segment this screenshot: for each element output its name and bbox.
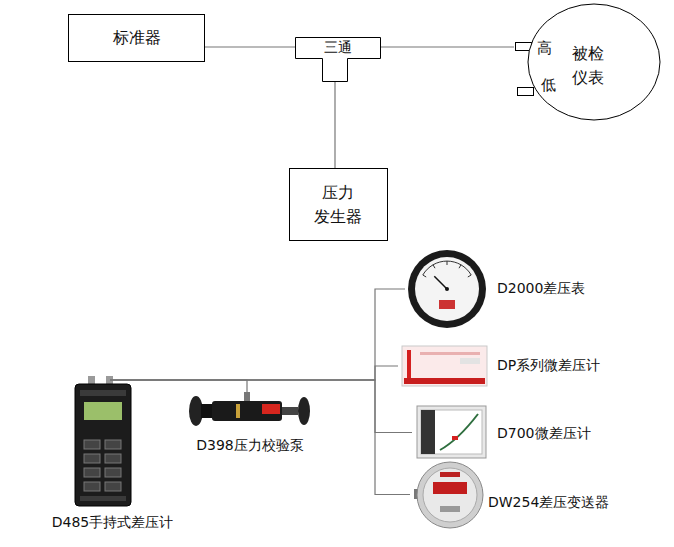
connector-line (110, 380, 410, 495)
gauge-tick (433, 265, 435, 268)
gauge-circle (528, 4, 660, 120)
pump-logo (262, 404, 280, 414)
device-item: D485手持式差压计 (25, 380, 200, 536)
connector-line (110, 289, 405, 380)
gauge-picture (408, 250, 486, 328)
gauge-scale (423, 261, 471, 275)
connector-line (205, 46, 295, 47)
meter-button (84, 440, 100, 449)
meter-strip (80, 496, 126, 501)
node-label: 压力 发生器 (313, 181, 363, 229)
node-label: 三通 (295, 37, 381, 58)
gauge-tick (468, 275, 471, 277)
manometer-reservoir (404, 378, 485, 384)
node-label: DW254差压变送器 (488, 494, 609, 512)
transmitter-logo (440, 472, 460, 477)
handheld-meter-picture (75, 376, 131, 506)
tee-fitting: 三通 (295, 37, 381, 82)
node-label: D485手持式差压计 (25, 514, 200, 532)
instrument-box: 标准器 (68, 14, 205, 62)
gauge-under-test: 被检 仪表 (514, 2, 664, 124)
gauge-band (421, 410, 435, 454)
transmitter-face (423, 468, 477, 522)
meter-button (84, 454, 100, 463)
pump-ring (236, 404, 240, 418)
connector-line (110, 380, 247, 393)
meter-button (105, 482, 121, 491)
connector-line (381, 46, 514, 47)
node-label: 被检 仪表 (568, 42, 608, 90)
gauge-plate (439, 300, 455, 309)
meter-button (105, 454, 121, 463)
device-item: D700微差压计 (412, 405, 640, 460)
transmitter-plate (440, 506, 460, 512)
meter-button (105, 440, 121, 449)
connector-line (110, 380, 412, 433)
inclined-gauge-picture (417, 406, 486, 458)
gauge-tick (447, 261, 448, 265)
manometer-plate (460, 358, 480, 364)
node-label: DP系列微差压计 (497, 357, 600, 375)
device-item: DP系列微差压计 (398, 342, 640, 390)
gauge-tick (423, 275, 426, 277)
meter-screen (84, 402, 122, 420)
manometer-tube (407, 350, 411, 380)
device-item: D398压力校验泵 (185, 393, 315, 459)
meter-button (84, 482, 100, 491)
manometer-body (402, 346, 487, 386)
port-label: 低 (541, 76, 556, 95)
node-label: D398压力校验泵 (185, 437, 315, 455)
manometer-scale (420, 352, 480, 355)
device-item: D2000差压表 (405, 250, 640, 328)
meter-button (84, 468, 100, 477)
gauge-hub (445, 287, 449, 291)
gauge-bezel (408, 250, 486, 328)
pump-neck (201, 404, 213, 418)
gauge-needle (434, 276, 447, 289)
meter-button (105, 468, 121, 477)
transmitter-body (417, 462, 483, 528)
connector-line (334, 82, 335, 168)
device-item: DW254差压变送器 (410, 462, 640, 527)
pump-port (244, 392, 250, 402)
transmitter-picture (414, 462, 483, 528)
transmitter-display (433, 482, 467, 494)
pump-knob (189, 396, 203, 426)
meter-strip (80, 390, 126, 396)
gauge-scale (440, 414, 478, 450)
instrument-box: 压力 发生器 (289, 168, 388, 241)
pump-picture (189, 392, 310, 426)
node-label: D2000差压表 (497, 280, 585, 298)
gauge-window (421, 410, 482, 454)
node-label: D700微差压计 (497, 425, 591, 443)
gauge-indicator (452, 436, 458, 440)
port-low (518, 88, 534, 96)
manometer-picture (402, 346, 487, 386)
pump-rod (282, 407, 298, 415)
pump-body (212, 401, 282, 421)
gauge-case (417, 406, 486, 458)
gauge-face (415, 257, 479, 321)
gauge-tick (459, 265, 461, 268)
connector-line (110, 366, 398, 380)
port-label: 高 (537, 39, 552, 58)
pump-handle (298, 397, 310, 425)
tee-shape (296, 38, 381, 82)
meter-body (75, 384, 131, 506)
node-label: 标准器 (113, 28, 161, 49)
